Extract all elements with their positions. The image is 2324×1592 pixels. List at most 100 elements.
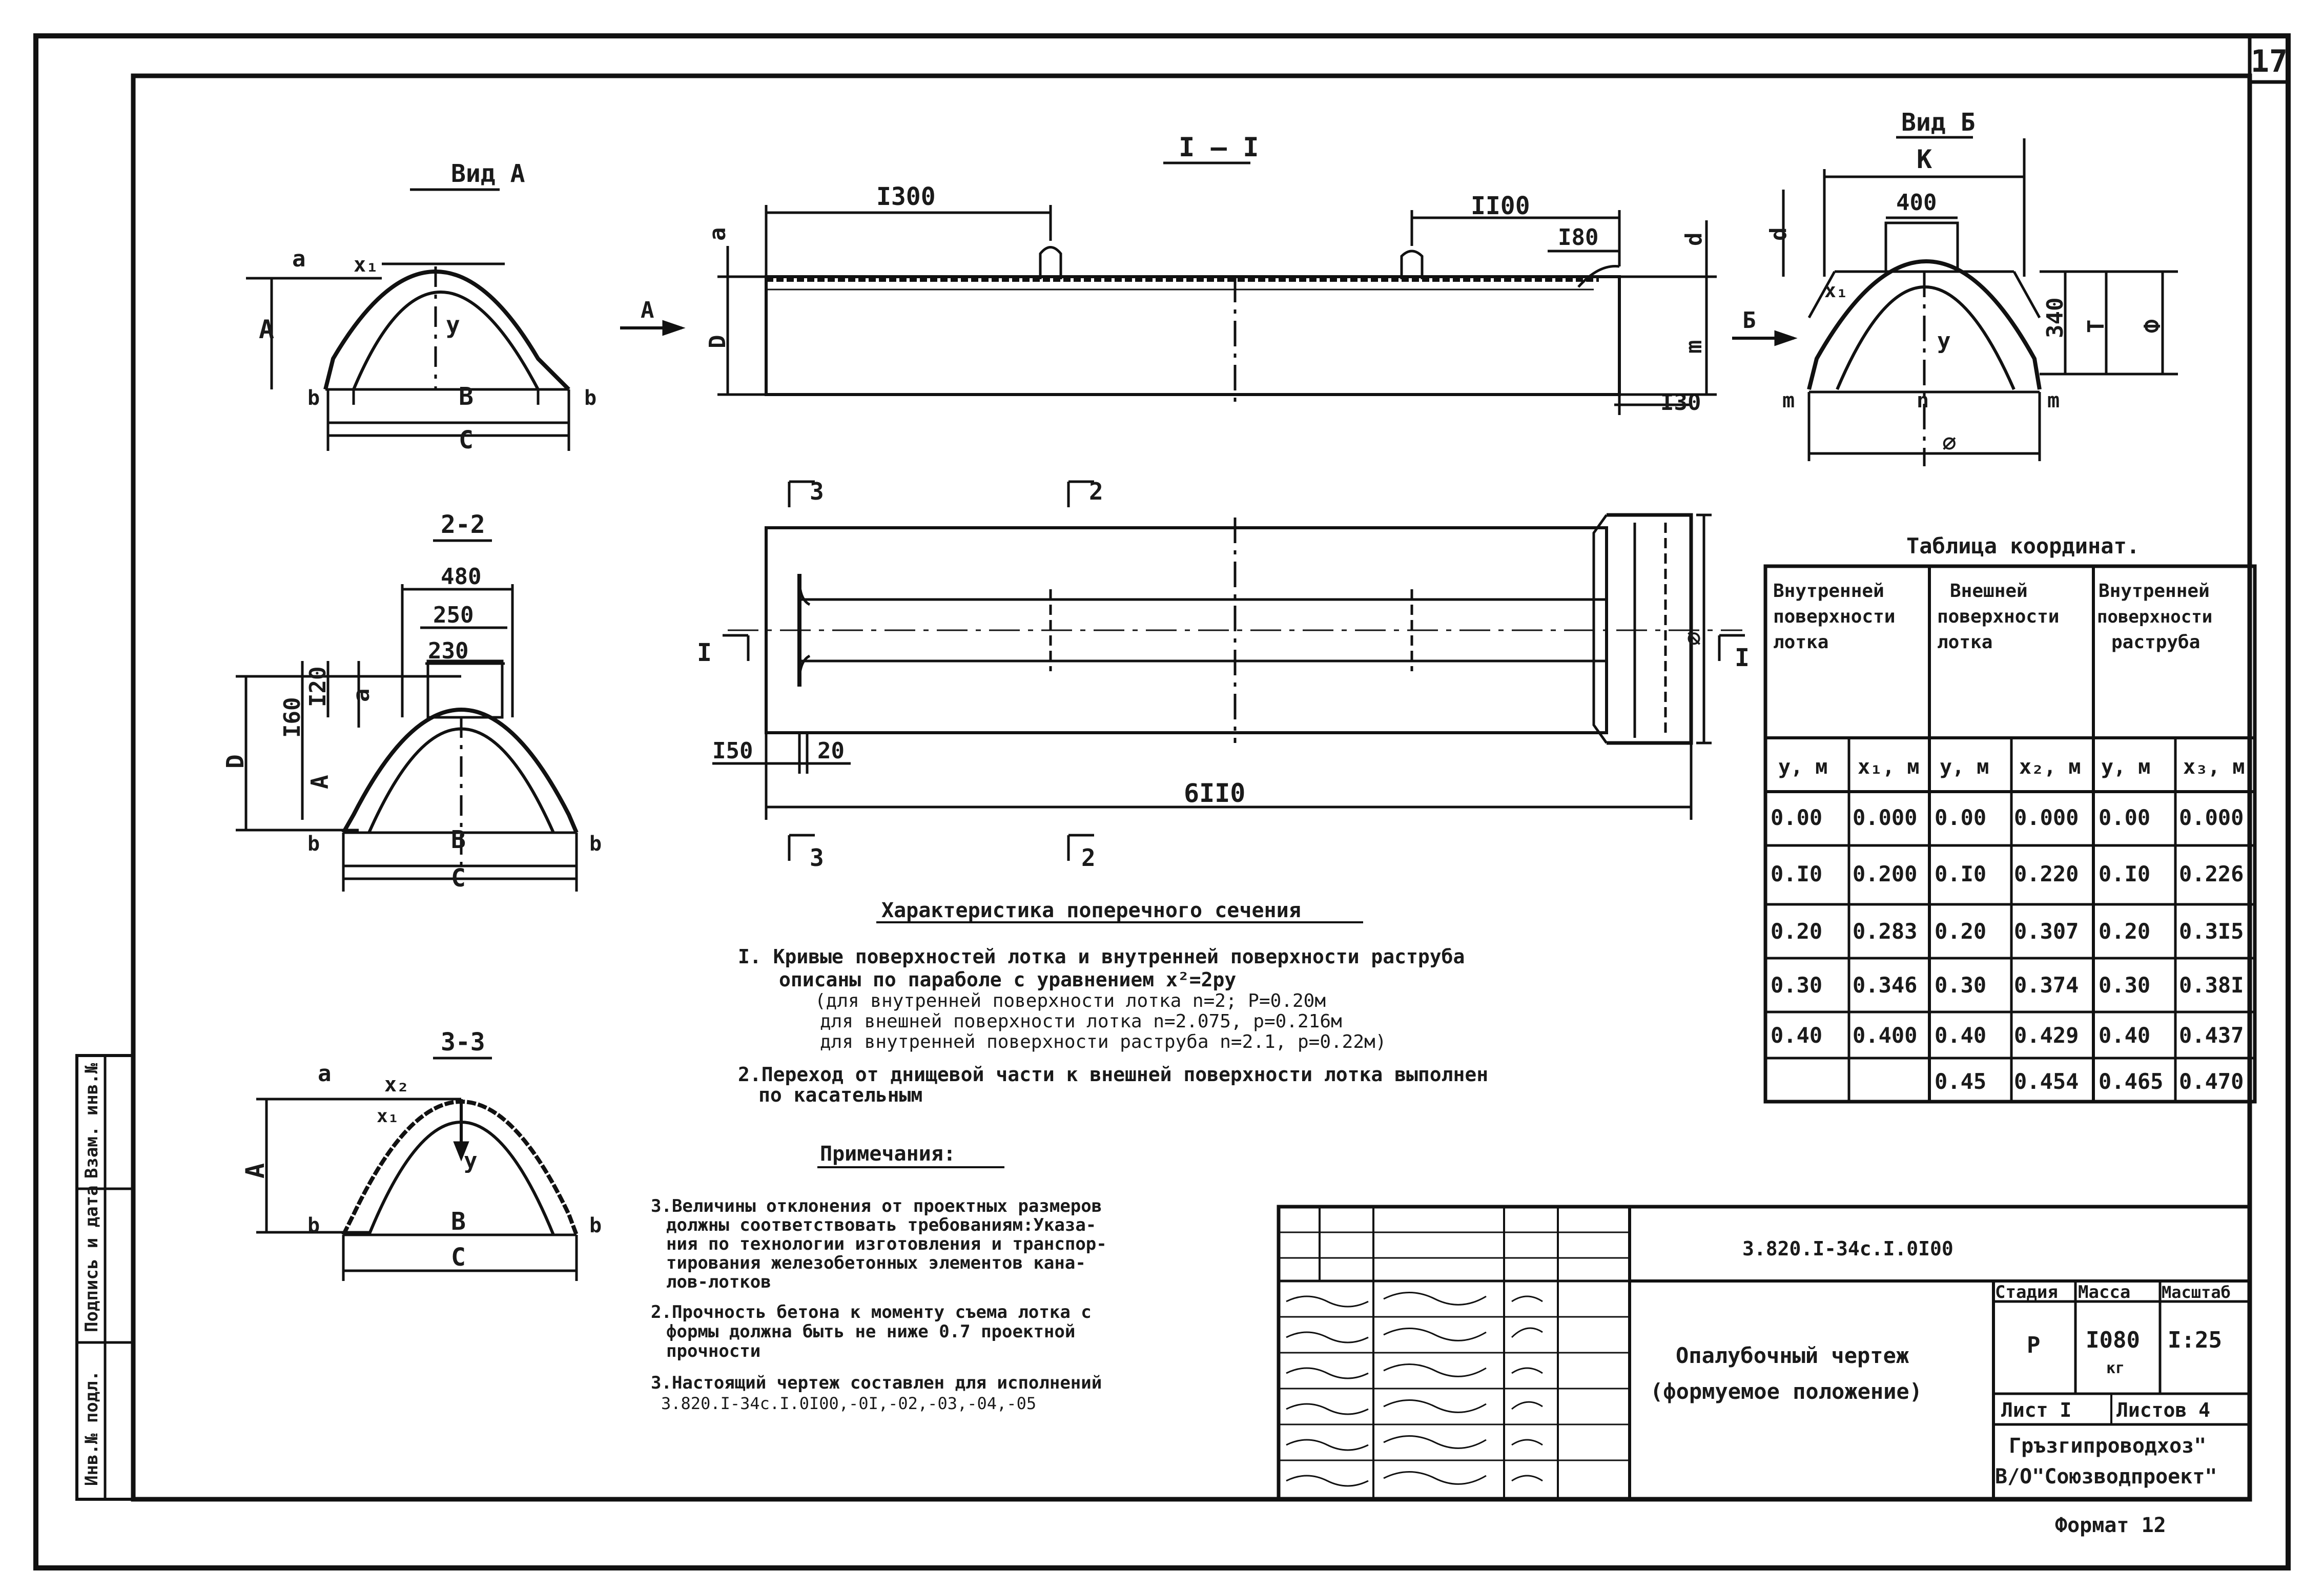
coord-cell: 0.200 — [1853, 861, 1917, 886]
sec11-a: a — [705, 228, 731, 241]
sec33-x1: x₁ — [377, 1106, 399, 1127]
scale-header: Масштаб — [2162, 1283, 2231, 1302]
characteristic-title: Характеристика поперечного сечения — [881, 899, 1301, 922]
char-item1-l4: для внешней поверхности лотка n=2.075, p… — [820, 1011, 1342, 1032]
coord-cell: 0.20 — [2099, 919, 2150, 944]
view-b-y: y — [1937, 328, 1951, 354]
char-item1: I. Кривые поверхностей лотка и внутренне… — [738, 945, 1465, 968]
coord-cell: 0.45 — [1935, 1069, 1986, 1094]
coord-cell: 0.38I — [2179, 973, 2244, 998]
coord-cell: 0.20 — [1935, 919, 1986, 944]
org-l1: Гръзгипроводхоз" — [2009, 1434, 2206, 1458]
coord-g3-l1: Внутренней — [2099, 581, 2210, 602]
sec33-x2: x₂ — [384, 1073, 409, 1097]
dim-1100: II00 — [1471, 192, 1530, 220]
sec22-120: I20 — [305, 667, 331, 707]
stamp-vzam-inv: Взам. инв.№ — [81, 1063, 102, 1179]
mass-unit: кг — [2106, 1359, 2125, 1377]
coord-g2-l1: Внешней — [1950, 581, 2028, 602]
sec33-y: y — [464, 1148, 478, 1174]
view-b-K: K — [1917, 144, 1932, 174]
view-a-A: A — [259, 315, 274, 344]
coord-cell: 0.429 — [2014, 1023, 2079, 1048]
doc-code: 3.820.I-34с.I.0I00 — [1742, 1237, 1953, 1260]
section-2-2: 2-2 480 250 230 D I60 I20 a A B C b b — [221, 510, 602, 893]
sec22-250: 250 — [433, 602, 474, 628]
view-a-x1: x₁ — [354, 253, 378, 277]
sec22-A: A — [306, 775, 334, 789]
coord-cell: 0.000 — [2014, 805, 2079, 830]
drawing-name-l1: Опалубочный чертеж — [1676, 1343, 1909, 1368]
coord-cell: 0.30 — [2099, 973, 2150, 998]
coord-g3-l2: поверхности — [2097, 607, 2212, 627]
sec11-d: d — [1681, 233, 1707, 246]
plan-cutI-left: I — [697, 638, 712, 667]
sec33-a: a — [318, 1061, 332, 1087]
view-a-b-right: b — [584, 386, 597, 410]
coord-cell: 0.226 — [2179, 861, 2244, 886]
mass-header: Масса — [2078, 1282, 2130, 1302]
view-a-y: y — [446, 311, 460, 339]
note-1-l1: 3.Настоящий чертеж составлен для исполне… — [651, 1373, 1102, 1393]
page-number: 17 — [2251, 44, 2288, 79]
sec33-b-right: b — [589, 1214, 602, 1237]
stage-value: Р — [2027, 1332, 2041, 1358]
coord-cell: 0.20 — [1771, 919, 1822, 944]
view-b-diam: ∅ — [1942, 429, 1957, 457]
sec11-arrow-B: Б — [1742, 307, 1756, 334]
org-l2: В/О"Союзводпроект" — [1995, 1465, 2217, 1488]
mass-value: I080 — [2086, 1327, 2140, 1353]
sec22-480: 480 — [441, 564, 481, 590]
plan-cut2-bottom: 2 — [1081, 844, 1096, 872]
note-3-l3: ния по технологии изготовления и транспо… — [666, 1234, 1107, 1254]
scale-value: I:25 — [2168, 1327, 2222, 1353]
notes-block: Примечания: 3.Величины отклонения от про… — [651, 1142, 1107, 1413]
view-b-m-right: m — [2047, 389, 2060, 412]
view-b-F: Ф — [2140, 320, 2166, 334]
coord-cell: 0.470 — [2179, 1069, 2244, 1094]
stage-header: Стадия — [1995, 1282, 2058, 1302]
section-1-1: I – I I300 II00 I80 I30 a D A — [620, 132, 1798, 416]
coord-cell: 0.000 — [1853, 805, 1917, 830]
sec22-230: 230 — [428, 638, 468, 664]
format-label: Формат 12 — [2055, 1514, 2166, 1537]
coord-cell: 0.307 — [2014, 919, 2079, 944]
coord-cell: 0.00 — [1771, 805, 1822, 830]
coord-cell: 0.400 — [1853, 1023, 1917, 1048]
view-b-x1: x₁ — [1824, 279, 1848, 302]
sheet-number: Лист I — [2001, 1399, 2071, 1421]
view-b: Вид Б K 400 ∅ d 340 T Ф x₁ y m m n — [1765, 108, 2178, 466]
stamp-inv-podl: Инв.№ подл. — [81, 1371, 102, 1486]
coord-cell: 0.000 — [2179, 805, 2244, 830]
coord-table: Таблица координат. Внутренней поверхност… — [1763, 533, 2257, 1104]
sec33-C: C — [451, 1243, 466, 1272]
section-1-1-title: I – I — [1179, 132, 1259, 163]
coord-cell: 0.220 — [2014, 861, 2079, 886]
coord-h5: y, м — [2101, 755, 2150, 779]
note-2-l2: формы должна быть не ниже 0.7 проектной — [666, 1321, 1075, 1342]
view-a-title: Вид А — [451, 159, 525, 188]
view-b-d: d — [1765, 228, 1792, 241]
coord-g1-l2: поверхности — [1773, 606, 1895, 627]
section-2-2-title: 2-2 — [441, 510, 485, 539]
section-3-3: 3-3 A a x₂ x₁ y B C b b — [240, 1028, 602, 1281]
coord-h4: x₂, м — [2019, 755, 2081, 779]
sec22-B: B — [451, 825, 466, 854]
coord-g2-l3: лотка — [1937, 632, 1992, 653]
dim-180: I80 — [1558, 224, 1598, 251]
sec22-b-left: b — [307, 832, 320, 856]
sec22-b-right: b — [589, 832, 602, 856]
sec11-D: D — [705, 335, 731, 349]
view-b-m-left: m — [1782, 389, 1795, 412]
coord-g1-l3: лотка — [1773, 632, 1828, 653]
outer-frame — [33, 33, 2291, 1570]
coord-cell: 0.I0 — [1771, 861, 1822, 886]
coord-cell: 0.346 — [1853, 973, 1917, 998]
sec22-D: D — [221, 754, 249, 769]
sec33-b-left: b — [307, 1214, 320, 1237]
view-a-C: C — [459, 426, 474, 454]
coord-cell: 0.40 — [1935, 1023, 1986, 1048]
coord-cell: 0.I0 — [1935, 861, 1986, 886]
characteristic-block: Характеристика поперечного сечения I. Кр… — [738, 899, 1488, 1106]
